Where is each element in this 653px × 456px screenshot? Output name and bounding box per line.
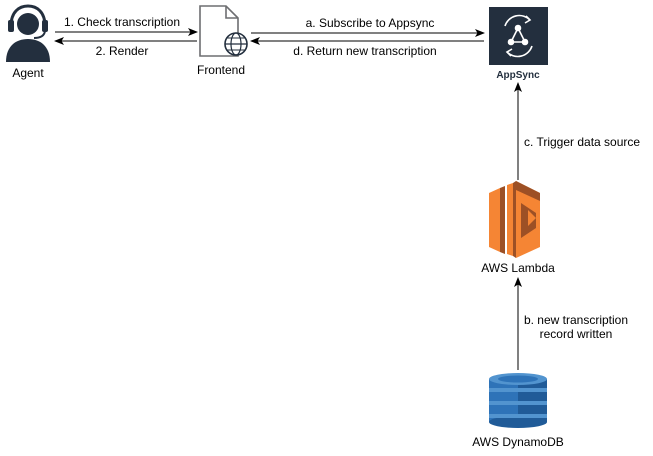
dynamodb-icon	[489, 373, 547, 428]
dynamodb-label: AWS DynamoDB	[472, 435, 564, 449]
frontend-label: Frontend	[197, 63, 245, 77]
edge-record-written: b. new transcription record written	[514, 277, 628, 370]
appsync-icon	[504, 14, 533, 58]
globe-icon	[224, 32, 248, 56]
edge-render: 2. Render	[54, 37, 197, 58]
lambda-icon	[489, 181, 540, 258]
edge-label-record-written-line2: record written	[540, 327, 613, 341]
edge-check-transcription: 1. Check transcription	[55, 15, 198, 36]
agent-node: Agent	[6, 4, 50, 80]
lambda-label: AWS Lambda	[481, 261, 555, 275]
dynamodb-node: AWS DynamoDB	[472, 373, 564, 449]
edge-trigger-data-source: c. Trigger data source	[514, 82, 640, 180]
edge-label-return-transcription: d. Return new transcription	[293, 44, 436, 58]
frontend-node: Frontend	[197, 5, 248, 77]
agent-label: Agent	[12, 66, 44, 80]
edge-label-trigger: c. Trigger data source	[524, 135, 640, 149]
edge-label-subscribe: a. Subscribe to Appsync	[306, 16, 435, 30]
edge-subscribe: a. Subscribe to Appsync	[251, 16, 485, 37]
appsync-node: AppSync	[489, 7, 548, 81]
edge-label-check-transcription: 1. Check transcription	[64, 15, 180, 29]
appsync-label: AppSync	[496, 70, 540, 81]
edge-label-record-written-line1: b. new transcription	[524, 313, 628, 327]
edge-return-transcription: d. Return new transcription	[250, 37, 484, 58]
agent-icon	[6, 4, 50, 62]
edge-label-render: 2. Render	[96, 44, 149, 58]
appsync-icon-background	[489, 7, 548, 65]
lambda-node: AWS Lambda	[481, 181, 555, 275]
